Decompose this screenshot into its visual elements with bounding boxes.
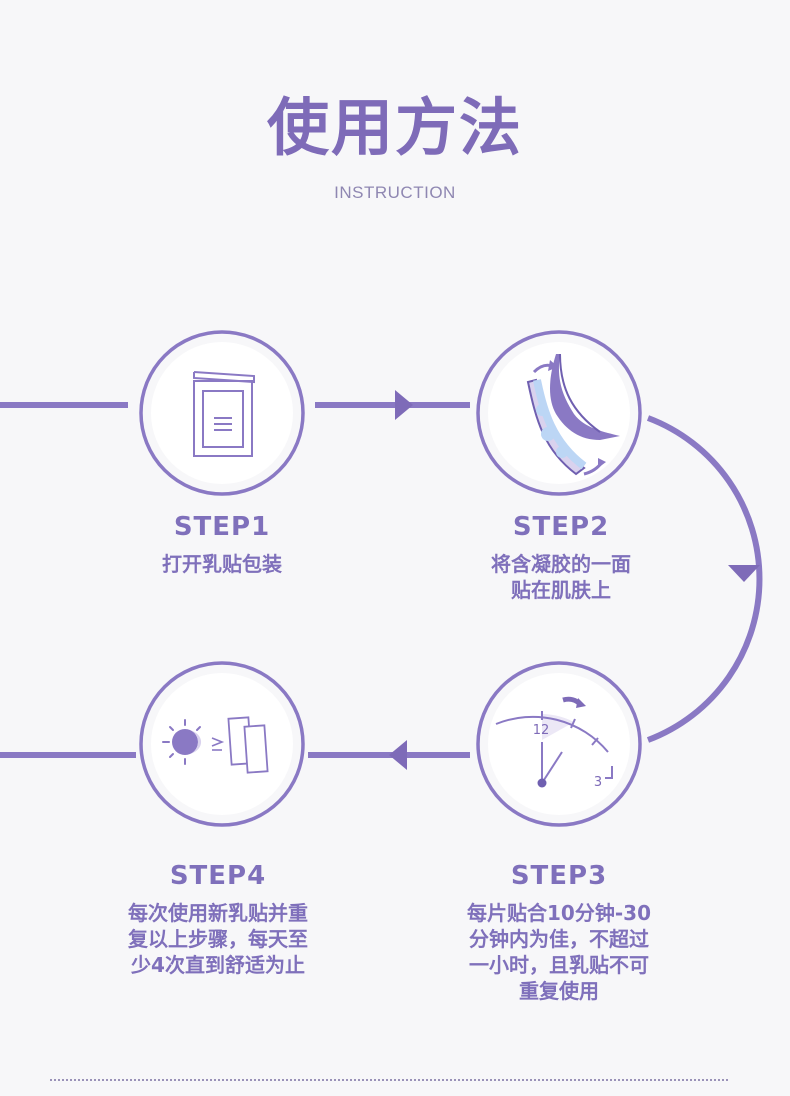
step4-circle	[139, 661, 305, 827]
step4-label: STEP4	[169, 861, 267, 891]
step3-label: STEP3	[510, 861, 608, 891]
arrowhead-left	[389, 740, 407, 770]
package-icon	[193, 371, 255, 457]
step3-desc-line: 一小时，且乳贴不可	[469, 953, 649, 977]
connector-step2-step3	[646, 415, 763, 743]
step3-circle	[476, 661, 642, 827]
patch-apply-icon	[526, 353, 620, 476]
step2-desc-line: 贴在肌肤上	[511, 578, 611, 602]
new-patch-icon	[162, 716, 269, 774]
clock-mark-3: 3	[594, 775, 602, 790]
bottom-divider	[50, 1079, 728, 1081]
step3-desc-line: 每片贴合10分钟-30	[467, 901, 651, 925]
step4-desc-line: 每次使用新乳贴并重	[128, 901, 308, 925]
step3-desc-line: 重复使用	[519, 979, 599, 1003]
step4-desc-line: 少4次直到舒适为止	[131, 953, 305, 977]
page-title: 使用方法	[266, 91, 523, 164]
step4-description: 每次使用新乳贴并重 复以上步骤，每天至 少4次直到舒适为止	[103, 900, 333, 978]
arrowhead-right	[395, 390, 413, 420]
step3-desc-line: 分钟内为佳，不超过	[469, 927, 649, 951]
step2-label: STEP2	[512, 512, 610, 542]
timer-gauge-icon: 12 3	[495, 696, 613, 790]
step1-circle	[139, 330, 305, 496]
step3-description: 每片贴合10分钟-30 分钟内为佳，不超过 一小时，且乳贴不可 重复使用	[444, 900, 674, 1004]
step2-description: 将含凝胶的一面 贴在肌肤上	[451, 551, 671, 603]
flow-connectors	[0, 402, 763, 758]
flow-arrowheads	[389, 390, 760, 770]
step4-desc-line: 复以上步骤，每天至	[128, 927, 308, 951]
arrowhead-down	[728, 565, 760, 582]
step2-desc-line: 将含凝胶的一面	[491, 552, 631, 576]
step1-label: STEP1	[173, 512, 271, 542]
clock-mark-12: 12	[533, 723, 550, 738]
page-subtitle: INSTRUCTION	[334, 183, 456, 202]
step1-description: 打开乳贴包装	[122, 551, 322, 577]
step1-desc-line: 打开乳贴包装	[162, 552, 282, 576]
